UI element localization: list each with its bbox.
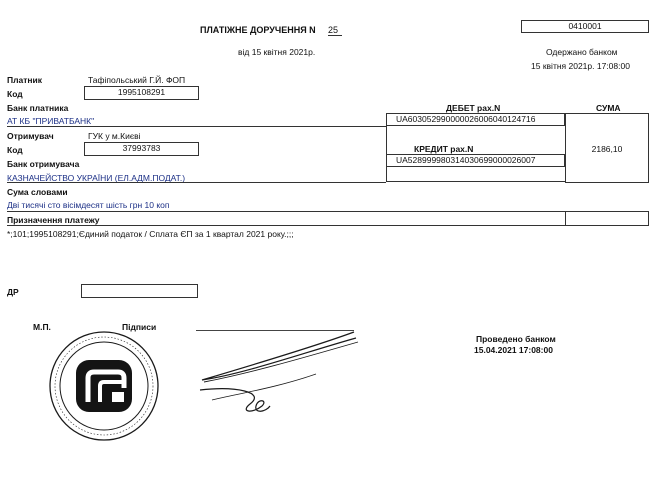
payer-code-label: Код [7,89,23,99]
payer-code-box: 1995108291 [84,86,199,100]
credit-account-box: UA528999980314030699000026007 [386,154,565,167]
signature-line [196,330,354,331]
divider-payer-bank [7,126,386,127]
handwritten-signature [199,331,359,412]
debit-account-box: UA603052990000026006040124716 [386,113,565,126]
recipient-label: Отримувач [7,131,54,141]
amount-label: СУМА [596,103,621,113]
mp-label: М.П. [33,322,51,332]
document-number: 25 [328,25,342,36]
amount-words-label: Сума словами [7,187,68,197]
processed-datetime: 15.04.2021 17:08:00 [474,345,553,355]
amount-words-value: Дві тисячі сто вісімдесят шість грн 10 к… [7,200,170,210]
dr-box [81,284,198,298]
amount-box: 2186,10 [565,113,649,183]
signatures-label: Підписи [122,322,157,332]
accounts-left-border [386,126,387,181]
payer-label: Платник [7,75,43,85]
divider-purpose [7,225,566,226]
divider-amount-words [7,211,566,212]
purpose-side-box [565,211,649,226]
recipient-bank-name: КАЗНАЧЕЙСТВО УКРАЇНИ (ЕЛ.АДМ.ПОДАТ.) [7,173,186,183]
document-date: від 15 квітня 2021р. [238,47,316,57]
purpose-value: *;101;1995108291;Єдиний податок / Сплата… [7,229,294,239]
credit-label: КРЕДИТ рах.N [414,144,474,154]
bank-stamp-icon [49,331,159,441]
accounts-bottom-border [386,181,566,182]
processed-label: Проведено банком [476,334,556,344]
payer-name: Тафіпольський Г.Й. ФОП [88,75,186,85]
recipient-code-box: 37993783 [84,142,199,156]
received-date: 15 квітня 2021р. 17:08:00 [531,61,630,71]
debit-label: ДЕБЕТ рах.N [446,103,501,113]
payer-bank-name: АТ КБ "ПРИВАТБАНК" [7,116,95,126]
payer-bank-label: Банк платника [7,103,69,113]
received-label: Одержано банком [546,47,618,57]
recipient-code-label: Код [7,145,23,155]
document-title: ПЛАТІЖНЕ ДОРУЧЕННЯ N [200,25,316,35]
recipient-name: ГУК у м.Києві [88,131,141,141]
dr-label: ДР [7,287,19,297]
form-code-box: 0410001 [521,20,649,33]
purpose-label: Призначення платежу [7,215,100,225]
recipient-bank-label: Банк отримувача [7,159,80,169]
divider-recipient-bank [7,182,386,183]
